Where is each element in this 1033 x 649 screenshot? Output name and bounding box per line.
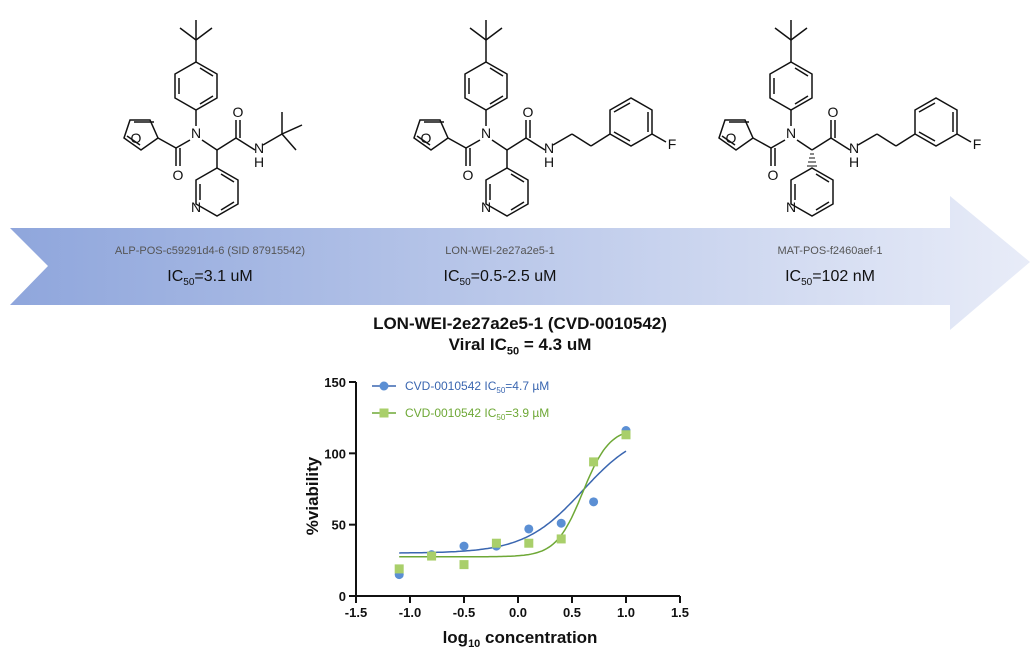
compound-1-ic50: IC50=3.1 uM (167, 268, 253, 289)
legend-marker (379, 408, 389, 418)
atom-o: O (131, 130, 142, 146)
structure-2 (413, 20, 667, 217)
atom-o: O (726, 130, 737, 146)
plot-title-line1: LON-WEI-2e27a2e5-1 (CVD-0010542) (373, 314, 667, 333)
atom-f: F (668, 136, 677, 152)
x-tick-label: 1.5 (671, 605, 689, 620)
data-point-series-2 (459, 560, 469, 570)
x-tick-label: 1.0 (617, 605, 635, 620)
data-point-series-1 (459, 541, 469, 551)
compound-3-ic50: IC50=102 nM (785, 268, 875, 289)
atom-n: N (481, 125, 491, 141)
x-tick-label: -1.0 (399, 605, 421, 620)
atom-o: O (463, 167, 474, 183)
atom-h: H (254, 154, 264, 170)
fit-curve-series-1 (399, 450, 627, 554)
structure-3 (718, 20, 972, 217)
atom-n: N (191, 199, 201, 215)
atom-n: N (191, 125, 201, 141)
atom-n: N (481, 199, 491, 215)
arrow-shape (10, 196, 1030, 330)
atom-o: O (421, 130, 432, 146)
data-point-series-2 (621, 430, 631, 440)
compound-3-id: MAT-POS-f2460aef-1 (777, 245, 883, 257)
data-point-series-1 (589, 497, 599, 507)
compound-2-ic50: IC50=0.5-2.5 uM (443, 268, 557, 289)
x-tick-label: -0.5 (453, 605, 475, 620)
atom-h: H (849, 154, 859, 170)
legend-label: CVD-0010542 IC50=4.7 µM (405, 379, 549, 395)
x-tick-label: 0.5 (563, 605, 581, 620)
atom-o: O (523, 104, 534, 120)
fit-curve-series-2 (399, 431, 627, 558)
compound-2-id: LON-WEI-2e27a2e5-1 (445, 245, 555, 257)
data-point-series-1 (524, 524, 534, 534)
x-axis-label: log10 concentration (443, 628, 598, 649)
data-point-series-2 (524, 538, 534, 548)
y-axis-label: %viability (303, 456, 322, 535)
data-point-series-2 (556, 534, 566, 544)
legend-label: CVD-0010542 IC50=3.9 µM (405, 406, 549, 422)
atom-n: N (544, 140, 554, 156)
y-tick-label: 0 (339, 589, 346, 604)
data-point-series-1 (556, 518, 566, 528)
chemical-structures: O O N O N H N O O N O N H N F O O N O N … (123, 20, 982, 217)
atom-n: N (254, 140, 264, 156)
data-point-series-2 (589, 457, 599, 467)
plot-title: LON-WEI-2e27a2e5-1 (CVD-0010542) Viral I… (260, 313, 780, 362)
atom-o: O (173, 167, 184, 183)
x-tick-label: 0.0 (509, 605, 527, 620)
structure-1 (123, 20, 303, 217)
atom-n: N (849, 140, 859, 156)
y-tick-label: 50 (332, 518, 346, 533)
atom-o: O (233, 104, 244, 120)
atom-f: F (973, 136, 982, 152)
y-tick-label: 100 (324, 446, 346, 461)
y-tick-label: 150 (324, 375, 346, 390)
data-point-series-2 (394, 564, 404, 574)
x-tick-label: -1.5 (345, 605, 367, 620)
data-point-series-2 (491, 538, 501, 548)
atom-n: N (786, 199, 796, 215)
legend-marker (379, 381, 389, 391)
compound-1-id: ALP-POS-c59291d4-6 (SID 87915542) (114, 245, 306, 257)
atom-o: O (768, 167, 779, 183)
atom-n: N (786, 125, 796, 141)
data-point-series-2 (427, 551, 437, 561)
plot-title-line2: Viral IC50 = 4.3 uM (448, 335, 592, 358)
atom-o: O (828, 104, 839, 120)
atom-h: H (544, 154, 554, 170)
